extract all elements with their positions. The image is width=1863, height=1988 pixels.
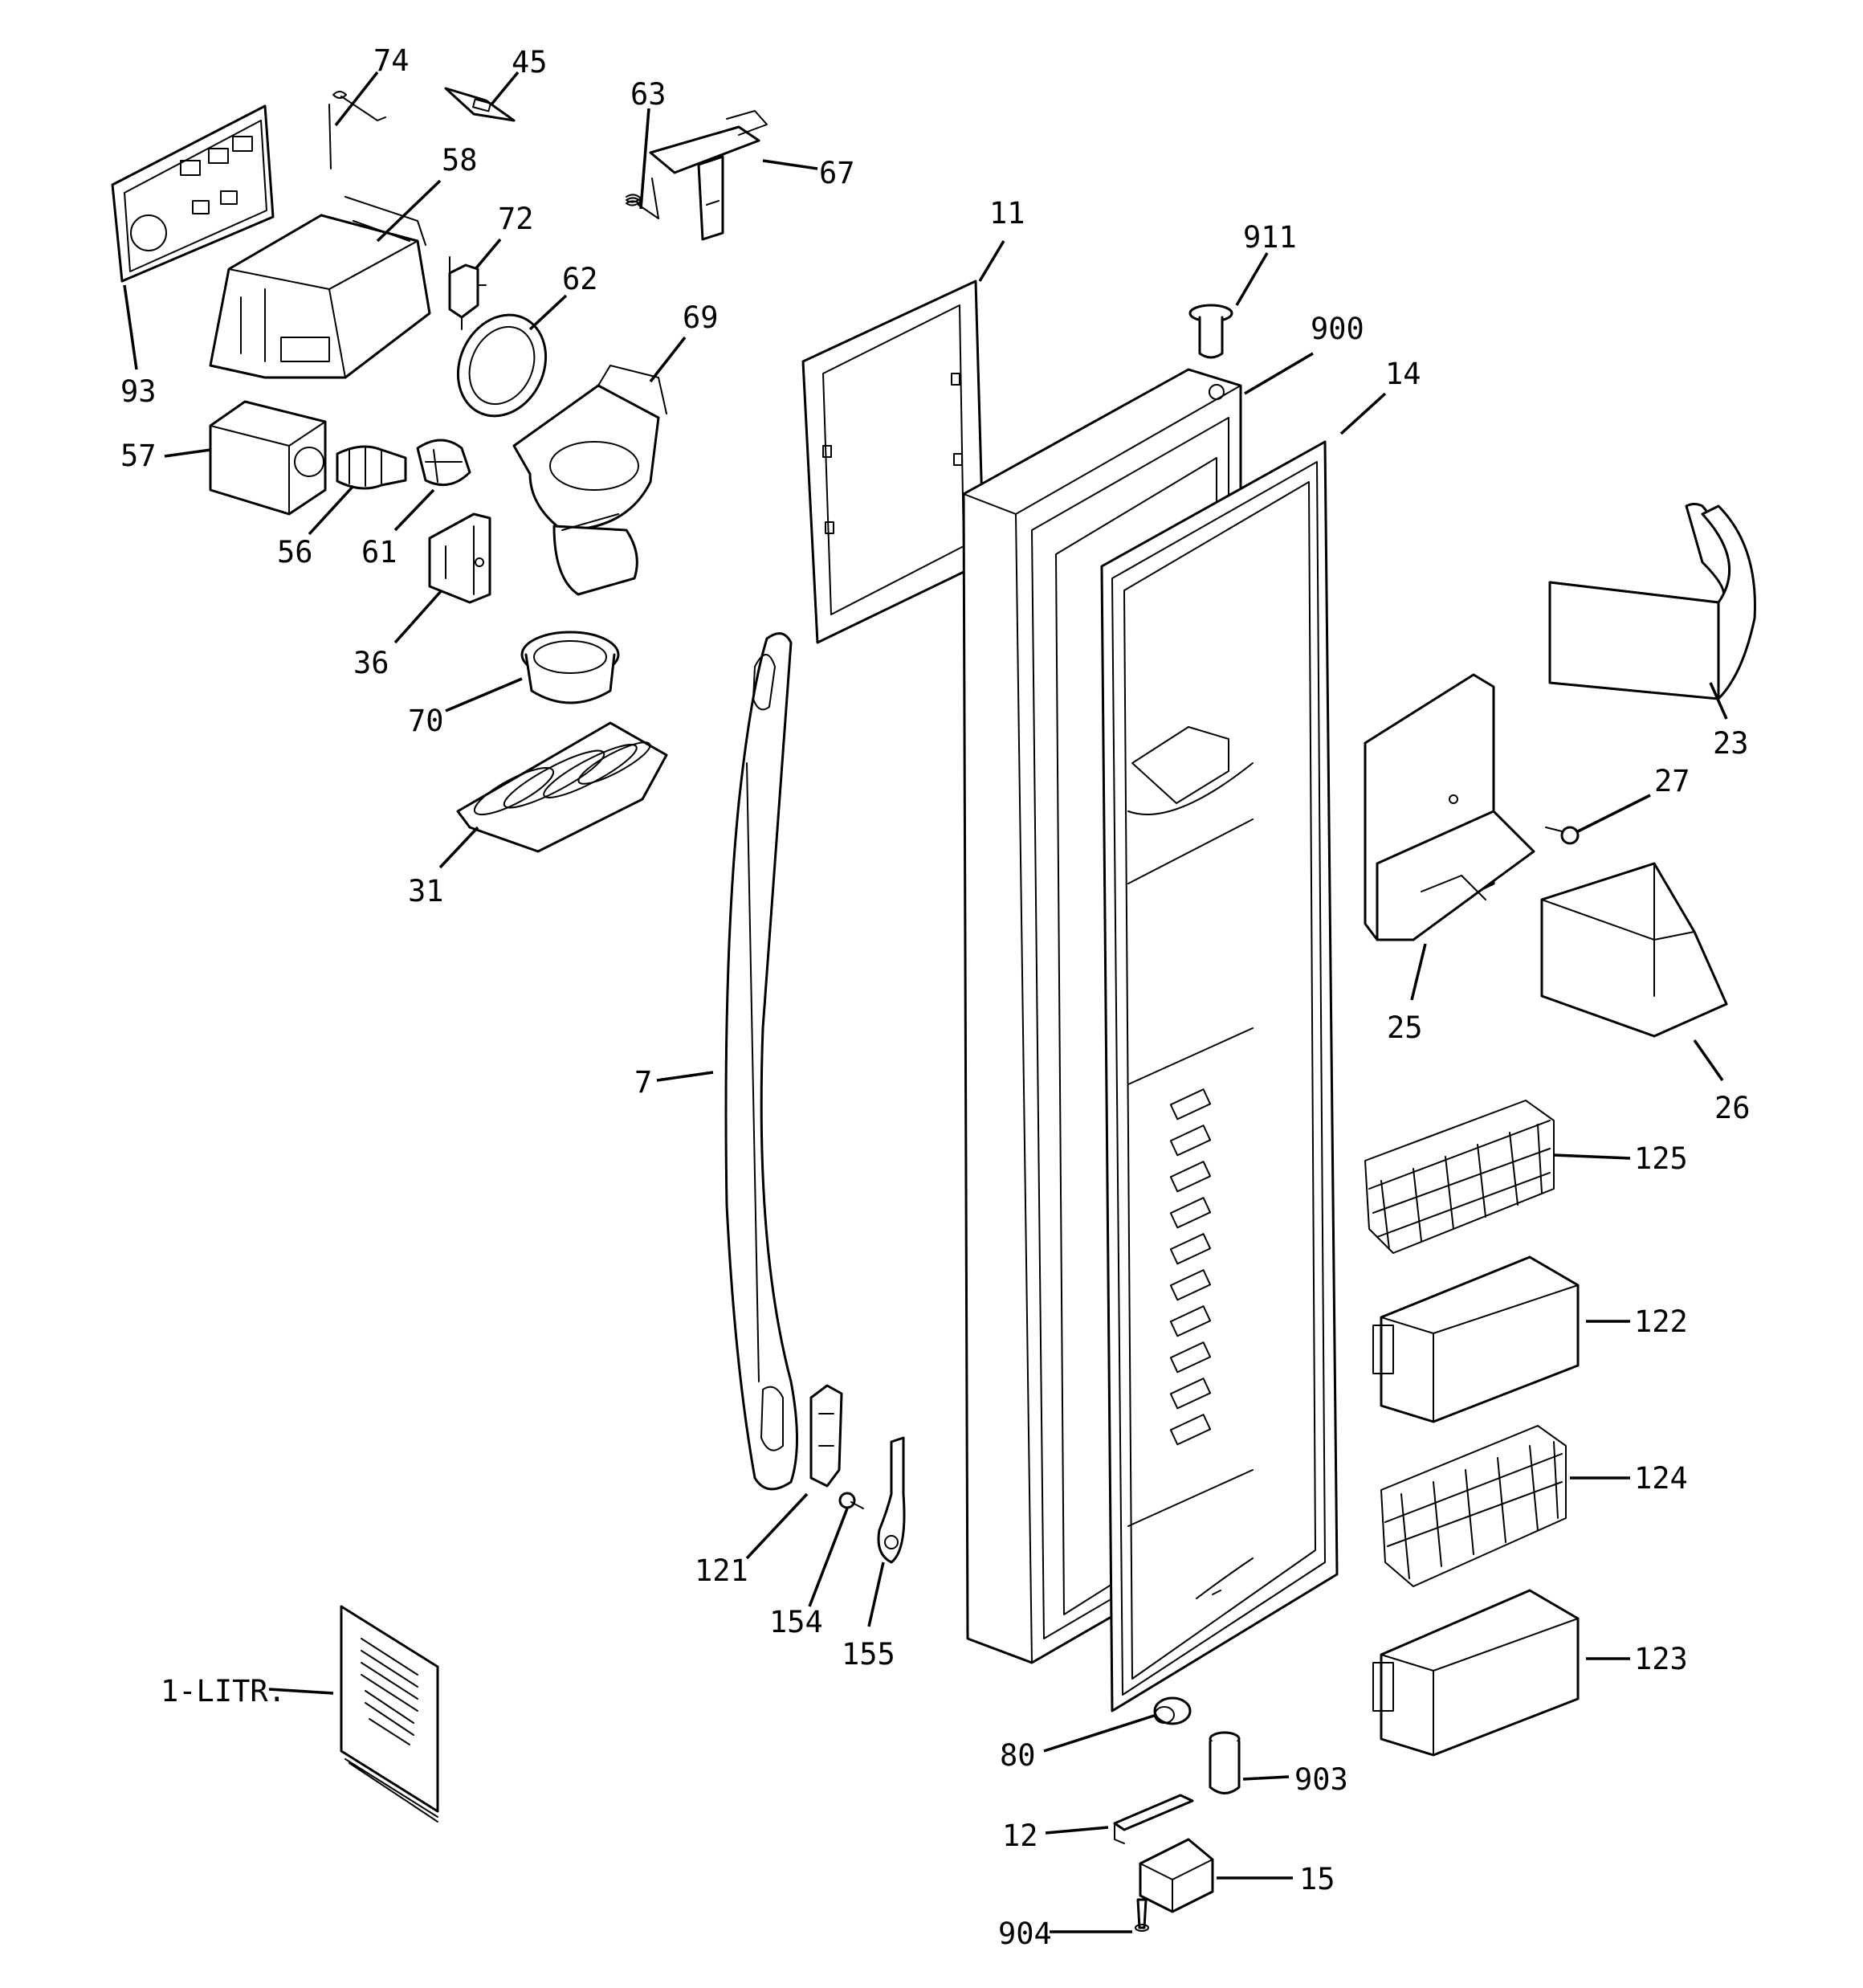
part-dispenser-housing	[209, 196, 431, 379]
callout-61: 61	[361, 535, 397, 569]
callout-903: 903	[1294, 1762, 1348, 1797]
callout-80: 80	[1000, 1738, 1036, 1773]
callout-72: 72	[498, 202, 534, 236]
part-coupling-61	[416, 439, 471, 487]
callout-57: 57	[120, 439, 157, 473]
callout-122: 122	[1634, 1304, 1688, 1339]
callout-12: 12	[1002, 1819, 1038, 1853]
callout-154: 154	[769, 1605, 823, 1639]
part-literature	[340, 1605, 439, 1823]
callout-74: 74	[373, 43, 410, 78]
part-bushing-911	[1188, 304, 1233, 359]
part-switch-72	[448, 256, 487, 330]
part-wire-shelf-125	[1364, 1100, 1555, 1254]
part-control-panel	[111, 104, 275, 283]
callout-125: 125	[1634, 1141, 1688, 1176]
part-spring-74	[328, 91, 386, 169]
callout-69: 69	[683, 300, 719, 335]
part-bracket-121	[809, 1384, 843, 1488]
part-bin-123	[1372, 1589, 1580, 1757]
part-plug-80	[1153, 1696, 1192, 1725]
callout-70: 70	[408, 704, 444, 738]
part-bin-122	[1372, 1255, 1580, 1423]
part-grille-31	[456, 721, 668, 853]
part-screw-27	[1545, 826, 1580, 845]
part-door-liner-details	[1127, 726, 1254, 1599]
part-bushing-903	[1209, 1731, 1241, 1794]
callout-14: 14	[1385, 357, 1421, 391]
callout-123: 123	[1634, 1642, 1688, 1676]
part-shaft-67	[649, 110, 768, 241]
part-auger-56	[336, 445, 407, 490]
callout-62: 62	[562, 262, 598, 296]
part-bracket-36	[428, 512, 491, 604]
callout-15: 15	[1299, 1862, 1335, 1896]
callout-93: 93	[120, 374, 157, 409]
callout-25: 25	[1387, 1010, 1423, 1045]
callout-36: 36	[353, 646, 389, 680]
callout-904: 904	[998, 1917, 1052, 1951]
leader-lines	[123, 71, 1728, 1933]
part-frame-11	[801, 280, 985, 644]
callout-11: 11	[989, 196, 1025, 231]
callout-26: 26	[1714, 1091, 1751, 1125]
part-motor-57	[209, 400, 327, 516]
part-bin-26	[1540, 862, 1728, 1038]
callout-45: 45	[512, 45, 548, 80]
part-ring-62	[456, 313, 548, 418]
part-handle-7	[724, 632, 798, 1491]
callout-7: 7	[634, 1065, 652, 1100]
part-bracket-45	[444, 87, 516, 122]
part-bin-25	[1364, 673, 1535, 941]
callout-124: 124	[1634, 1461, 1688, 1496]
part-cover-23	[1548, 503, 1756, 700]
part-wire-shelf-124	[1380, 1425, 1567, 1587]
part-spring-63	[626, 178, 659, 219]
callout-155: 155	[842, 1637, 895, 1672]
callout-121: 121	[695, 1553, 748, 1588]
callout-27: 27	[1654, 764, 1690, 798]
callout-23: 23	[1713, 726, 1749, 761]
part-screw-904	[1135, 1898, 1149, 1932]
callout-1-litr: 1-LITR.	[161, 1674, 286, 1708]
part-screw-154	[838, 1492, 864, 1509]
callout-63: 63	[630, 77, 667, 112]
callout-labels: 74 45 63 67 58 72 11 911 62 69 900 14 93…	[120, 43, 1751, 1951]
callout-56: 56	[277, 535, 313, 569]
part-ring-70	[520, 631, 620, 704]
part-tool-155	[877, 1436, 906, 1564]
part-ice-chute-69	[512, 365, 667, 596]
part-hinge-15	[1139, 1838, 1214, 1913]
callout-67: 67	[819, 156, 855, 190]
part-hinge-12	[1113, 1794, 1194, 1844]
part-gasket-14	[1100, 440, 1339, 1712]
callout-58: 58	[442, 143, 478, 178]
callout-911: 911	[1243, 220, 1297, 255]
callout-900: 900	[1311, 312, 1364, 346]
callout-31: 31	[408, 874, 444, 908]
